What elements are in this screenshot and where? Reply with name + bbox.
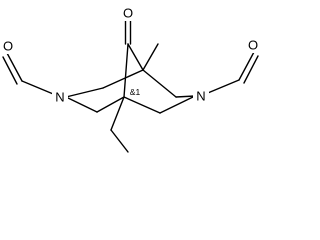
right-nitroso-oxygen-bg xyxy=(245,37,261,53)
carbonyl-oxygen-bg xyxy=(120,5,136,21)
right-amine-nitrogen-bg xyxy=(193,88,209,104)
bond-left-n-o-double-a xyxy=(6,52,23,82)
bond-right-n-o-double-a xyxy=(238,51,255,81)
bond-right-n-o-double-b xyxy=(243,55,259,84)
left-amine-nitrogen-bg xyxy=(52,89,68,105)
bonds xyxy=(2,19,259,153)
left-nitroso-oxygen-bg xyxy=(0,38,16,54)
bond-carbonyl-to-lower-bridgehead xyxy=(123,43,129,98)
left-nitroso-oxygen-label: O xyxy=(3,39,13,54)
bond-left-n-o-double-b xyxy=(2,56,18,85)
bond-n-to-right-ch2-lower xyxy=(159,95,196,114)
molecule-structure: O O N N O &1 xyxy=(0,5,261,153)
bond-left-ch2-upper-to-n xyxy=(65,87,104,98)
bridgehead-stereo-descriptor: &1 xyxy=(130,87,141,97)
right-nitroso-oxygen-label: O xyxy=(248,38,258,53)
bond-right-ch2-upper-to-n xyxy=(175,95,196,98)
atom-labels: O O N N O &1 xyxy=(0,5,261,105)
right-amine-nitrogen-label: N xyxy=(196,89,205,104)
bond-left-ch2-lower-to-bridgehead xyxy=(96,96,125,113)
bond-methyl xyxy=(142,43,159,71)
bond-carbonyl-to-upper-bridgehead xyxy=(127,43,144,71)
bond-ethyl-1 xyxy=(110,96,125,131)
bond-upper-bridgehead-to-left-ch2 xyxy=(102,69,144,89)
bond-n-to-left-ch2-lower xyxy=(65,96,98,113)
bond-upper-bridgehead-to-right-ch2 xyxy=(142,69,177,98)
left-amine-nitrogen-label: N xyxy=(55,90,64,105)
bond-right-ch2-lower-to-bridgehead xyxy=(123,96,161,114)
bond-ethyl-2 xyxy=(110,129,129,153)
carbonyl-oxygen-label: O xyxy=(123,6,133,21)
